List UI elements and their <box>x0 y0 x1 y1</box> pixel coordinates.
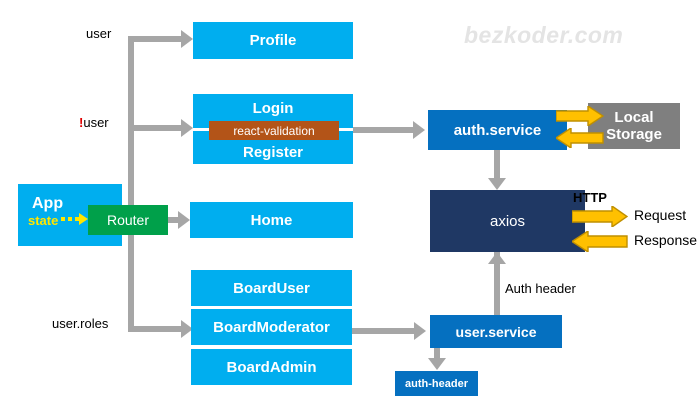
edge-label-http: HTTP <box>573 190 607 205</box>
edge-label-user: user <box>86 26 112 41</box>
arrowhead-profile-icon <box>181 30 193 48</box>
edge-label-auth-header: Auth header <box>505 281 576 296</box>
arrow-http-request-icon <box>572 206 628 227</box>
arrow-http-response-icon <box>572 231 628 252</box>
node-auth-service[interactable]: auth.service <box>428 110 567 150</box>
node-auth-header-box[interactable]: auth-header <box>395 371 478 396</box>
edge-auth-service-to-axios <box>494 150 500 182</box>
node-axios[interactable]: axios <box>430 190 585 252</box>
not-user-bang: ! <box>79 115 84 130</box>
arrowhead-axios-down-icon <box>488 178 506 190</box>
axios-bottom-stub <box>494 252 500 258</box>
arrow-localstorage-to-auth-icon <box>556 128 604 148</box>
edge-label-request: Request <box>634 207 687 223</box>
node-board-user[interactable]: BoardUser <box>191 270 352 306</box>
edge-label-not-user: !user <box>79 115 109 130</box>
node-profile[interactable]: Profile <box>193 22 353 59</box>
arrowhead-user-service-icon <box>414 322 426 340</box>
edge-router-to-login <box>128 125 185 131</box>
edge-router-to-home <box>168 217 182 223</box>
local-storage-line1: Local <box>614 108 654 126</box>
node-user-service[interactable]: user.service <box>430 315 562 348</box>
node-app-label: App <box>32 195 64 212</box>
edge-label-response: Response <box>634 232 698 248</box>
local-storage-line2: Storage <box>606 126 662 143</box>
node-router[interactable]: Router <box>88 205 168 235</box>
state-dotted-arrow-icon <box>61 217 79 221</box>
arrowhead-auth-service-icon <box>413 121 425 139</box>
edge-label-user-roles: user.roles <box>52 316 109 331</box>
watermark-bezkoder: bezkoder.com <box>464 22 624 48</box>
edge-router-to-profile <box>128 36 185 42</box>
node-login[interactable]: Login <box>252 99 294 117</box>
edge-board-to-user-service <box>352 328 416 334</box>
arrowhead-boards-icon <box>181 320 193 338</box>
edge-login-to-auth-service <box>353 127 415 133</box>
edge-router-to-boards <box>128 326 185 332</box>
arrowhead-axios-up-icon <box>488 252 506 264</box>
node-board-admin[interactable]: BoardAdmin <box>191 349 352 385</box>
node-board-moderator[interactable]: BoardModerator <box>191 309 352 345</box>
arrowhead-home-icon <box>178 211 190 229</box>
node-app-state-label: state <box>28 213 59 228</box>
state-arrowhead-icon <box>79 213 88 225</box>
node-register[interactable]: Register <box>242 143 304 161</box>
arrowhead-login-icon <box>181 119 193 137</box>
node-local-storage[interactable]: Local Storage <box>588 103 680 149</box>
arrow-auth-to-localstorage-icon <box>556 106 604 126</box>
node-home[interactable]: Home <box>190 202 353 238</box>
edge-user-service-to-axios <box>494 262 500 316</box>
arrowhead-auth-header-icon <box>428 358 446 370</box>
validation-right-connector <box>339 128 353 131</box>
router-trunk-vertical-lower <box>128 220 134 332</box>
edge-user-service-to-auth-header <box>434 348 440 362</box>
not-user-text: user <box>83 115 109 130</box>
router-trunk-vertical <box>128 36 134 226</box>
node-react-validation[interactable]: react-validation <box>209 121 339 140</box>
validation-left-connector <box>193 128 209 131</box>
